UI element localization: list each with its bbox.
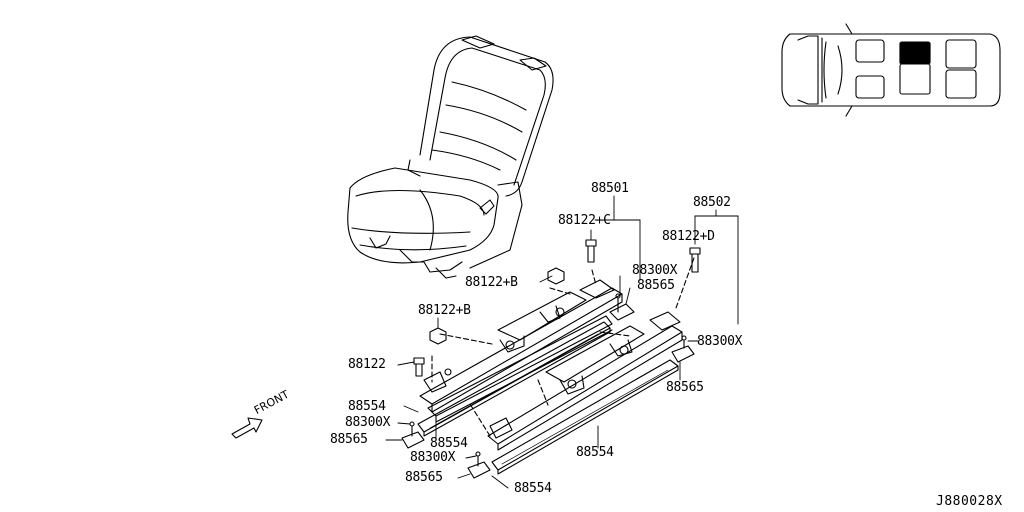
front-arrow <box>231 417 263 439</box>
label-88122-b-left: 88122+B <box>418 303 471 318</box>
label-88554-upper-left: 88554 <box>348 399 386 414</box>
leader-lines <box>385 195 739 489</box>
label-88565-right: 88565 <box>666 380 704 395</box>
vehicle-locator-map <box>781 23 1001 117</box>
diagram-code: J880028X <box>936 494 1003 509</box>
label-88122-d: 88122+D <box>662 229 715 244</box>
fasteners <box>401 239 701 479</box>
rail-covers <box>417 321 679 475</box>
highlighted-seat-marker <box>899 42 931 64</box>
label-88554-right: 88554 <box>576 445 614 460</box>
label-88565-bottom: 88565 <box>405 470 443 485</box>
label-88122: 88122 <box>348 357 386 372</box>
label-88300x-left: 88300X <box>345 415 391 430</box>
seat-illustration <box>347 35 554 279</box>
label-88502: 88502 <box>693 195 731 210</box>
seat-track-rh <box>469 257 695 451</box>
label-88122-b-top: 88122+B <box>465 275 518 290</box>
label-88501: 88501 <box>591 181 629 196</box>
label-88565-left: 88565 <box>330 432 368 447</box>
seat-track-lh <box>419 269 623 423</box>
label-88300x-right: 88300X <box>697 334 743 349</box>
label-88300x-top: 88300X <box>632 263 678 278</box>
label-88554-bottom: 88554 <box>514 481 552 496</box>
label-88554-middle: 88554 <box>430 436 468 451</box>
label-88300x-bottom: 88300X <box>410 450 456 465</box>
label-88565-top: 88565 <box>637 278 675 293</box>
label-88122-c: 88122+C <box>558 213 611 228</box>
